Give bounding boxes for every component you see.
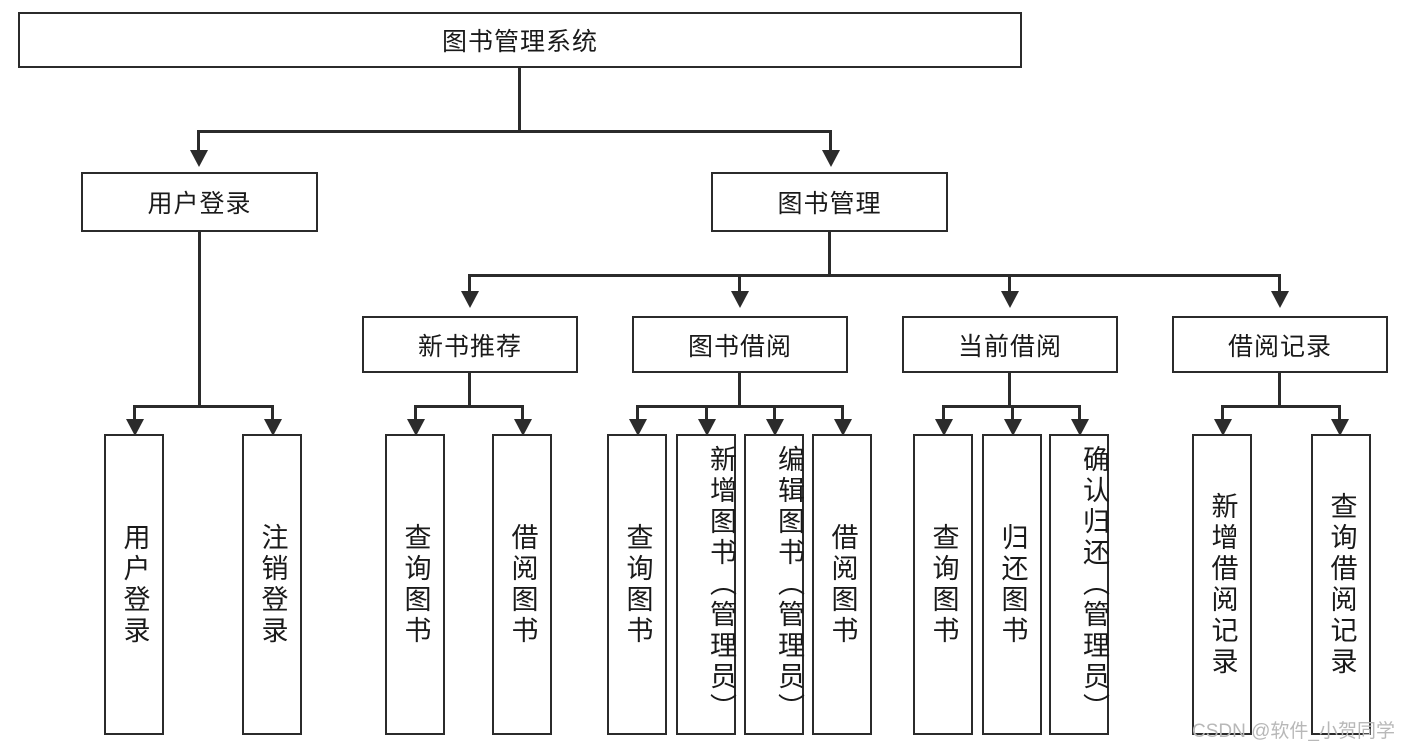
leaf-logout-login[interactable]: 注销登录	[242, 434, 302, 735]
connector-to-book-borrow	[738, 274, 741, 294]
connector-root-stem	[518, 68, 521, 131]
arrow-to-current-borrow	[1001, 291, 1019, 308]
leaf-query-borrow-record[interactable]: 查询借阅记录	[1311, 434, 1371, 735]
connector-nbr-drop-1	[414, 405, 417, 423]
arrow-root-to-user-login	[190, 150, 208, 167]
node-book-management[interactable]: 图书管理	[711, 172, 948, 232]
connector-nbr-drop-2	[521, 405, 524, 423]
arrow-nbr-leaf-1	[407, 419, 425, 436]
arrow-cb-leaf-2	[1004, 419, 1022, 436]
connector-cb-drop-1	[942, 405, 945, 423]
leaf-add-book-admin[interactable]: 新增图书（管理员）	[676, 434, 736, 735]
arrow-cb-leaf-1	[935, 419, 953, 436]
connector-bb-drop-4	[841, 405, 844, 423]
connector-level3-bus	[468, 274, 1280, 277]
connector-br-drop-2	[1338, 405, 1341, 423]
node-current-borrow[interactable]: 当前借阅	[902, 316, 1118, 373]
connector-current-borrow-stem	[1008, 373, 1011, 407]
connector-to-borrow-record	[1278, 274, 1281, 294]
node-borrow-record[interactable]: 借阅记录	[1172, 316, 1388, 373]
connector-book-borrow-bus	[636, 405, 844, 408]
leaf-query-book-bb[interactable]: 查询图书	[607, 434, 667, 735]
connector-root-to-user-login	[197, 130, 200, 152]
arrow-user-login-leaf-2	[264, 419, 282, 436]
leaf-borrow-book-nbr[interactable]: 借阅图书	[492, 434, 552, 735]
connector-to-current-borrow	[1008, 274, 1011, 294]
connector-new-book-recommend-bus	[414, 405, 524, 408]
leaf-borrow-book-bb[interactable]: 借阅图书	[812, 434, 872, 735]
arrow-br-leaf-1	[1214, 419, 1232, 436]
node-book-borrow[interactable]: 图书借阅	[632, 316, 848, 373]
connector-br-drop-1	[1221, 405, 1224, 423]
leaf-user-login[interactable]: 用户登录	[104, 434, 164, 735]
arrow-user-login-leaf-1	[126, 419, 144, 436]
arrow-cb-leaf-3	[1071, 419, 1089, 436]
arrow-bb-leaf-1	[629, 419, 647, 436]
connector-borrow-record-stem	[1278, 373, 1281, 407]
arrow-nbr-leaf-2	[514, 419, 532, 436]
arrow-bb-leaf-4	[834, 419, 852, 436]
leaf-add-borrow-record[interactable]: 新增借阅记录	[1192, 434, 1252, 735]
connector-borrow-record-bus	[1221, 405, 1341, 408]
connector-bb-drop-1	[636, 405, 639, 423]
node-root-book-management-system[interactable]: 图书管理系统	[18, 12, 1022, 68]
connector-book-management-stem	[828, 232, 831, 276]
arrow-to-book-borrow	[731, 291, 749, 308]
connector-new-book-recommend-stem	[468, 373, 471, 407]
arrow-to-borrow-record	[1271, 291, 1289, 308]
connector-user-login-drop-2	[271, 405, 274, 423]
connector-user-login-bus	[133, 405, 273, 408]
leaf-return-book[interactable]: 归还图书	[982, 434, 1042, 735]
node-new-book-recommend[interactable]: 新书推荐	[362, 316, 578, 373]
node-user-login[interactable]: 用户登录	[81, 172, 318, 232]
arrow-br-leaf-2	[1331, 419, 1349, 436]
leaf-query-book-cb[interactable]: 查询图书	[913, 434, 973, 735]
leaf-query-book-nbr[interactable]: 查询图书	[385, 434, 445, 735]
csdn-watermark: CSDN @软件_小贺同学	[1192, 721, 1395, 742]
connector-book-borrow-stem	[738, 373, 741, 407]
connector-user-login-drop-1	[133, 405, 136, 423]
connector-cb-drop-2	[1011, 405, 1014, 423]
connector-bb-drop-2	[705, 405, 708, 423]
connector-root-bus	[197, 130, 831, 133]
arrow-root-to-book-management	[822, 150, 840, 167]
arrow-bb-leaf-2	[698, 419, 716, 436]
leaf-confirm-return-admin[interactable]: 确认归还（管理员）	[1049, 434, 1109, 735]
connector-cb-drop-3	[1078, 405, 1081, 423]
connector-user-login-stem	[198, 232, 201, 407]
connector-bb-drop-3	[773, 405, 776, 423]
arrow-to-new-book-recommend	[461, 291, 479, 308]
arrow-bb-leaf-3	[766, 419, 784, 436]
leaf-edit-book-admin[interactable]: 编辑图书（管理员）	[744, 434, 804, 735]
connector-to-new-book-recommend	[468, 274, 471, 294]
connector-root-to-book-management	[829, 130, 832, 152]
